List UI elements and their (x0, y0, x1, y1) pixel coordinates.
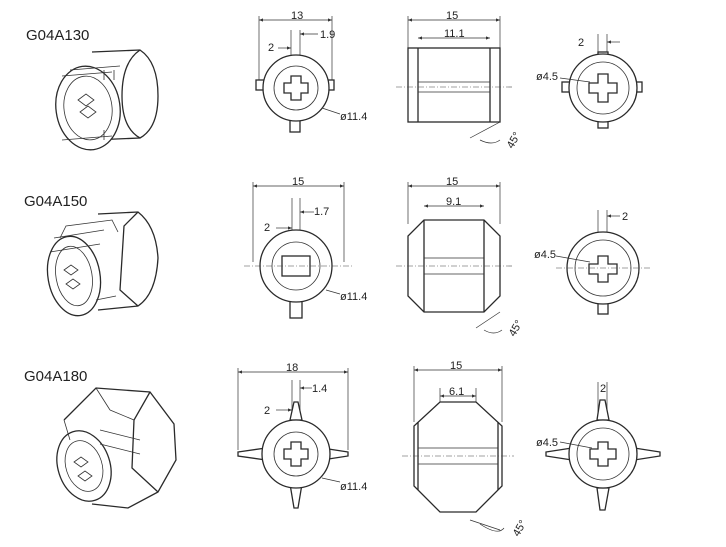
end-view: 2 ø4.5 (536, 382, 661, 511)
dim-length: 15 (450, 360, 462, 372)
dim-angle: 45° (507, 318, 526, 338)
dim-diameter: ø11.4 (340, 481, 367, 493)
dim-end-tab: 2 (600, 383, 606, 395)
dim-end-hole: ø4.5 (534, 249, 556, 261)
dim-diameter: ø11.4 (340, 291, 367, 303)
end-view: 2 ø4.5 (534, 210, 652, 315)
side-view: 15 9.1 45° (396, 176, 525, 339)
side-view: 15 11.1 45° (396, 10, 523, 151)
side-view: 15 6.1 45° (402, 360, 529, 539)
dim-length: 15 (446, 176, 458, 188)
dim-tab-left: 2 (264, 405, 270, 417)
row-g04a180: G04A180 18 2 1.4 (24, 360, 661, 539)
dim-angle: 45° (511, 518, 530, 538)
model-label: G04A130 (26, 27, 89, 44)
row-g04a150: G04A150 15 2 1.7 ø1 (24, 176, 652, 339)
dim-tab-right: 1.9 (320, 29, 335, 41)
row-g04a130: G04A130 13 2 1.9 (26, 10, 643, 151)
end-view: 2 ø4.5 (536, 34, 643, 129)
dim-inner: 6.1 (449, 386, 464, 398)
model-label: G04A150 (24, 193, 87, 210)
dim-tab-left: 2 (264, 222, 270, 234)
iso-view (46, 211, 159, 317)
dim-end-hole: ø4.5 (536, 437, 558, 449)
dim-tab-left: 2 (268, 42, 274, 54)
iso-view (56, 387, 177, 509)
model-label: G04A180 (24, 368, 87, 385)
dim-width: 15 (292, 176, 304, 188)
dim-tab-right: 1.4 (312, 383, 327, 395)
dim-inner: 11.1 (444, 28, 465, 40)
dim-end-hole: ø4.5 (536, 71, 558, 83)
dim-tab-right: 1.7 (314, 206, 329, 218)
front-view: 13 2 1.9 ø11.4 (255, 10, 367, 133)
dim-end-tab: 2 (578, 37, 584, 49)
dim-diameter: ø11.4 (340, 111, 367, 123)
front-view: 18 2 1.4 ø11.4 (237, 362, 367, 509)
dim-angle: 45° (505, 130, 524, 150)
dim-width: 18 (286, 362, 298, 374)
dim-end-tab: 2 (622, 211, 628, 223)
iso-view (55, 49, 159, 151)
dim-inner: 9.1 (446, 196, 461, 208)
front-view: 15 2 1.7 ø11.4 (244, 176, 367, 319)
dim-length: 15 (446, 10, 458, 22)
dim-width: 13 (291, 10, 303, 22)
